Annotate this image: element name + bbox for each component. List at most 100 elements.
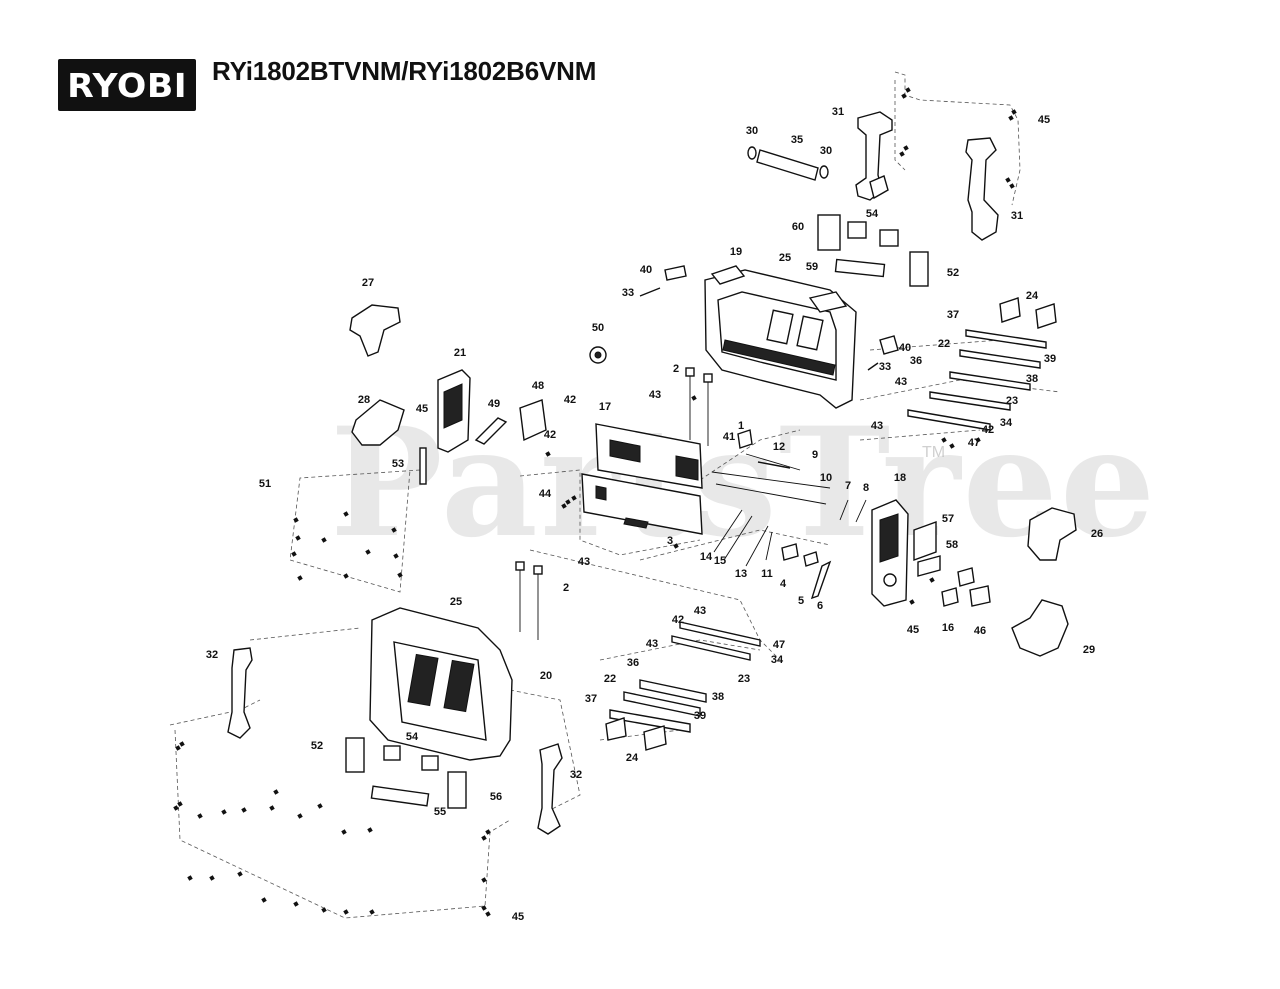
screw (561, 503, 567, 509)
callout-42: 42 (544, 429, 556, 441)
callout-51: 51 (259, 478, 271, 490)
watermark-tm: TM (922, 444, 946, 461)
callout-26: 26 (1091, 528, 1103, 540)
screw (901, 93, 907, 99)
ryobi-logo: RYOBI (58, 59, 196, 111)
screw (691, 395, 697, 401)
callout-52: 52 (947, 267, 959, 279)
callout-1: 1 (738, 420, 744, 432)
callout-9: 9 (812, 449, 818, 461)
callout-32: 32 (570, 769, 582, 781)
callout-56: 56 (490, 791, 502, 803)
callout-22: 22 (604, 673, 616, 685)
screw (293, 901, 299, 907)
callout-53: 53 (392, 458, 404, 470)
circuit-board-3 (581, 473, 703, 535)
screw (175, 745, 181, 751)
screw (1008, 115, 1014, 121)
callout-38: 38 (1026, 373, 1038, 385)
callout-4: 4 (780, 578, 787, 590)
callout-24: 24 (1026, 290, 1039, 302)
callout-39: 39 (1044, 353, 1056, 365)
callout-44: 44 (539, 488, 552, 500)
screw (367, 827, 373, 833)
front-housing-20 (369, 607, 513, 761)
callout-38: 38 (712, 691, 724, 703)
screw (293, 517, 299, 523)
bracket-28 (351, 399, 405, 446)
callout-15: 15 (714, 555, 726, 567)
assembly-guide-lines (169, 71, 1061, 919)
screw (673, 543, 679, 549)
screw (481, 877, 487, 883)
callout-25: 25 (779, 252, 791, 264)
screw (565, 499, 571, 505)
button-stacks-upper (907, 297, 1057, 431)
callout-40: 40 (640, 264, 652, 276)
callout-40: 40 (899, 342, 911, 354)
screw (295, 535, 301, 541)
callout-45: 45 (512, 911, 524, 923)
callout-2: 2 (563, 582, 569, 594)
callout-17: 17 (599, 401, 611, 413)
callout-36: 36 (627, 657, 639, 669)
callout-37: 37 (947, 309, 959, 321)
callout-50: 50 (592, 322, 604, 334)
screw (321, 537, 327, 543)
screw (903, 145, 909, 151)
screw (241, 807, 247, 813)
callout-22: 22 (938, 338, 950, 350)
callout-23: 23 (1006, 395, 1018, 407)
screw (397, 572, 403, 578)
callout-25: 25 (450, 596, 462, 608)
callout-8: 8 (863, 482, 869, 494)
callout-31: 31 (1011, 210, 1023, 222)
end-cap-29 (1011, 599, 1069, 657)
screw (187, 875, 193, 881)
wire-harness-2-top (685, 367, 713, 446)
screw (393, 553, 399, 559)
screw (221, 809, 227, 815)
cables (711, 453, 867, 567)
part-48 (519, 399, 547, 442)
callout-31: 31 (832, 106, 844, 118)
callout-46: 46 (974, 625, 986, 637)
callout-23: 23 (738, 673, 750, 685)
callout-7: 7 (845, 480, 851, 492)
callout-59: 59 (806, 261, 818, 273)
callout-34: 34 (771, 654, 784, 666)
callout-32: 32 (206, 649, 218, 661)
wire-harness-2-bottom (515, 561, 543, 640)
screw (1009, 183, 1015, 189)
end-cap-26 (1027, 507, 1077, 561)
callout-42: 42 (564, 394, 576, 406)
callout-39: 39 (694, 710, 706, 722)
model-title: RYi1802BTVNM/RYi1802B6VNM (212, 56, 597, 86)
callout-42: 42 (672, 614, 684, 626)
callout-2: 2 (673, 363, 679, 375)
callout-14: 14 (700, 551, 713, 563)
pads-49-53 (419, 417, 508, 485)
logo-text: RYOBI (66, 65, 188, 105)
screw (273, 789, 279, 795)
screw (369, 909, 375, 915)
callout-21: 21 (454, 347, 466, 359)
callout-43: 43 (578, 556, 590, 568)
screw (343, 511, 349, 517)
screw (929, 577, 935, 583)
stickers-57-58 (913, 521, 941, 577)
rear-housing-19 (704, 265, 857, 409)
handle-31-right (965, 137, 999, 241)
screw (975, 437, 981, 443)
callout-11: 11 (761, 568, 773, 580)
screw (209, 875, 215, 881)
callout-16: 16 (942, 622, 954, 634)
callout-60: 60 (792, 221, 804, 233)
screw (291, 551, 297, 557)
callout-33: 33 (879, 361, 891, 373)
callout-58: 58 (946, 539, 958, 551)
callout-41: 41 (723, 431, 735, 443)
tube-35 (747, 146, 829, 181)
